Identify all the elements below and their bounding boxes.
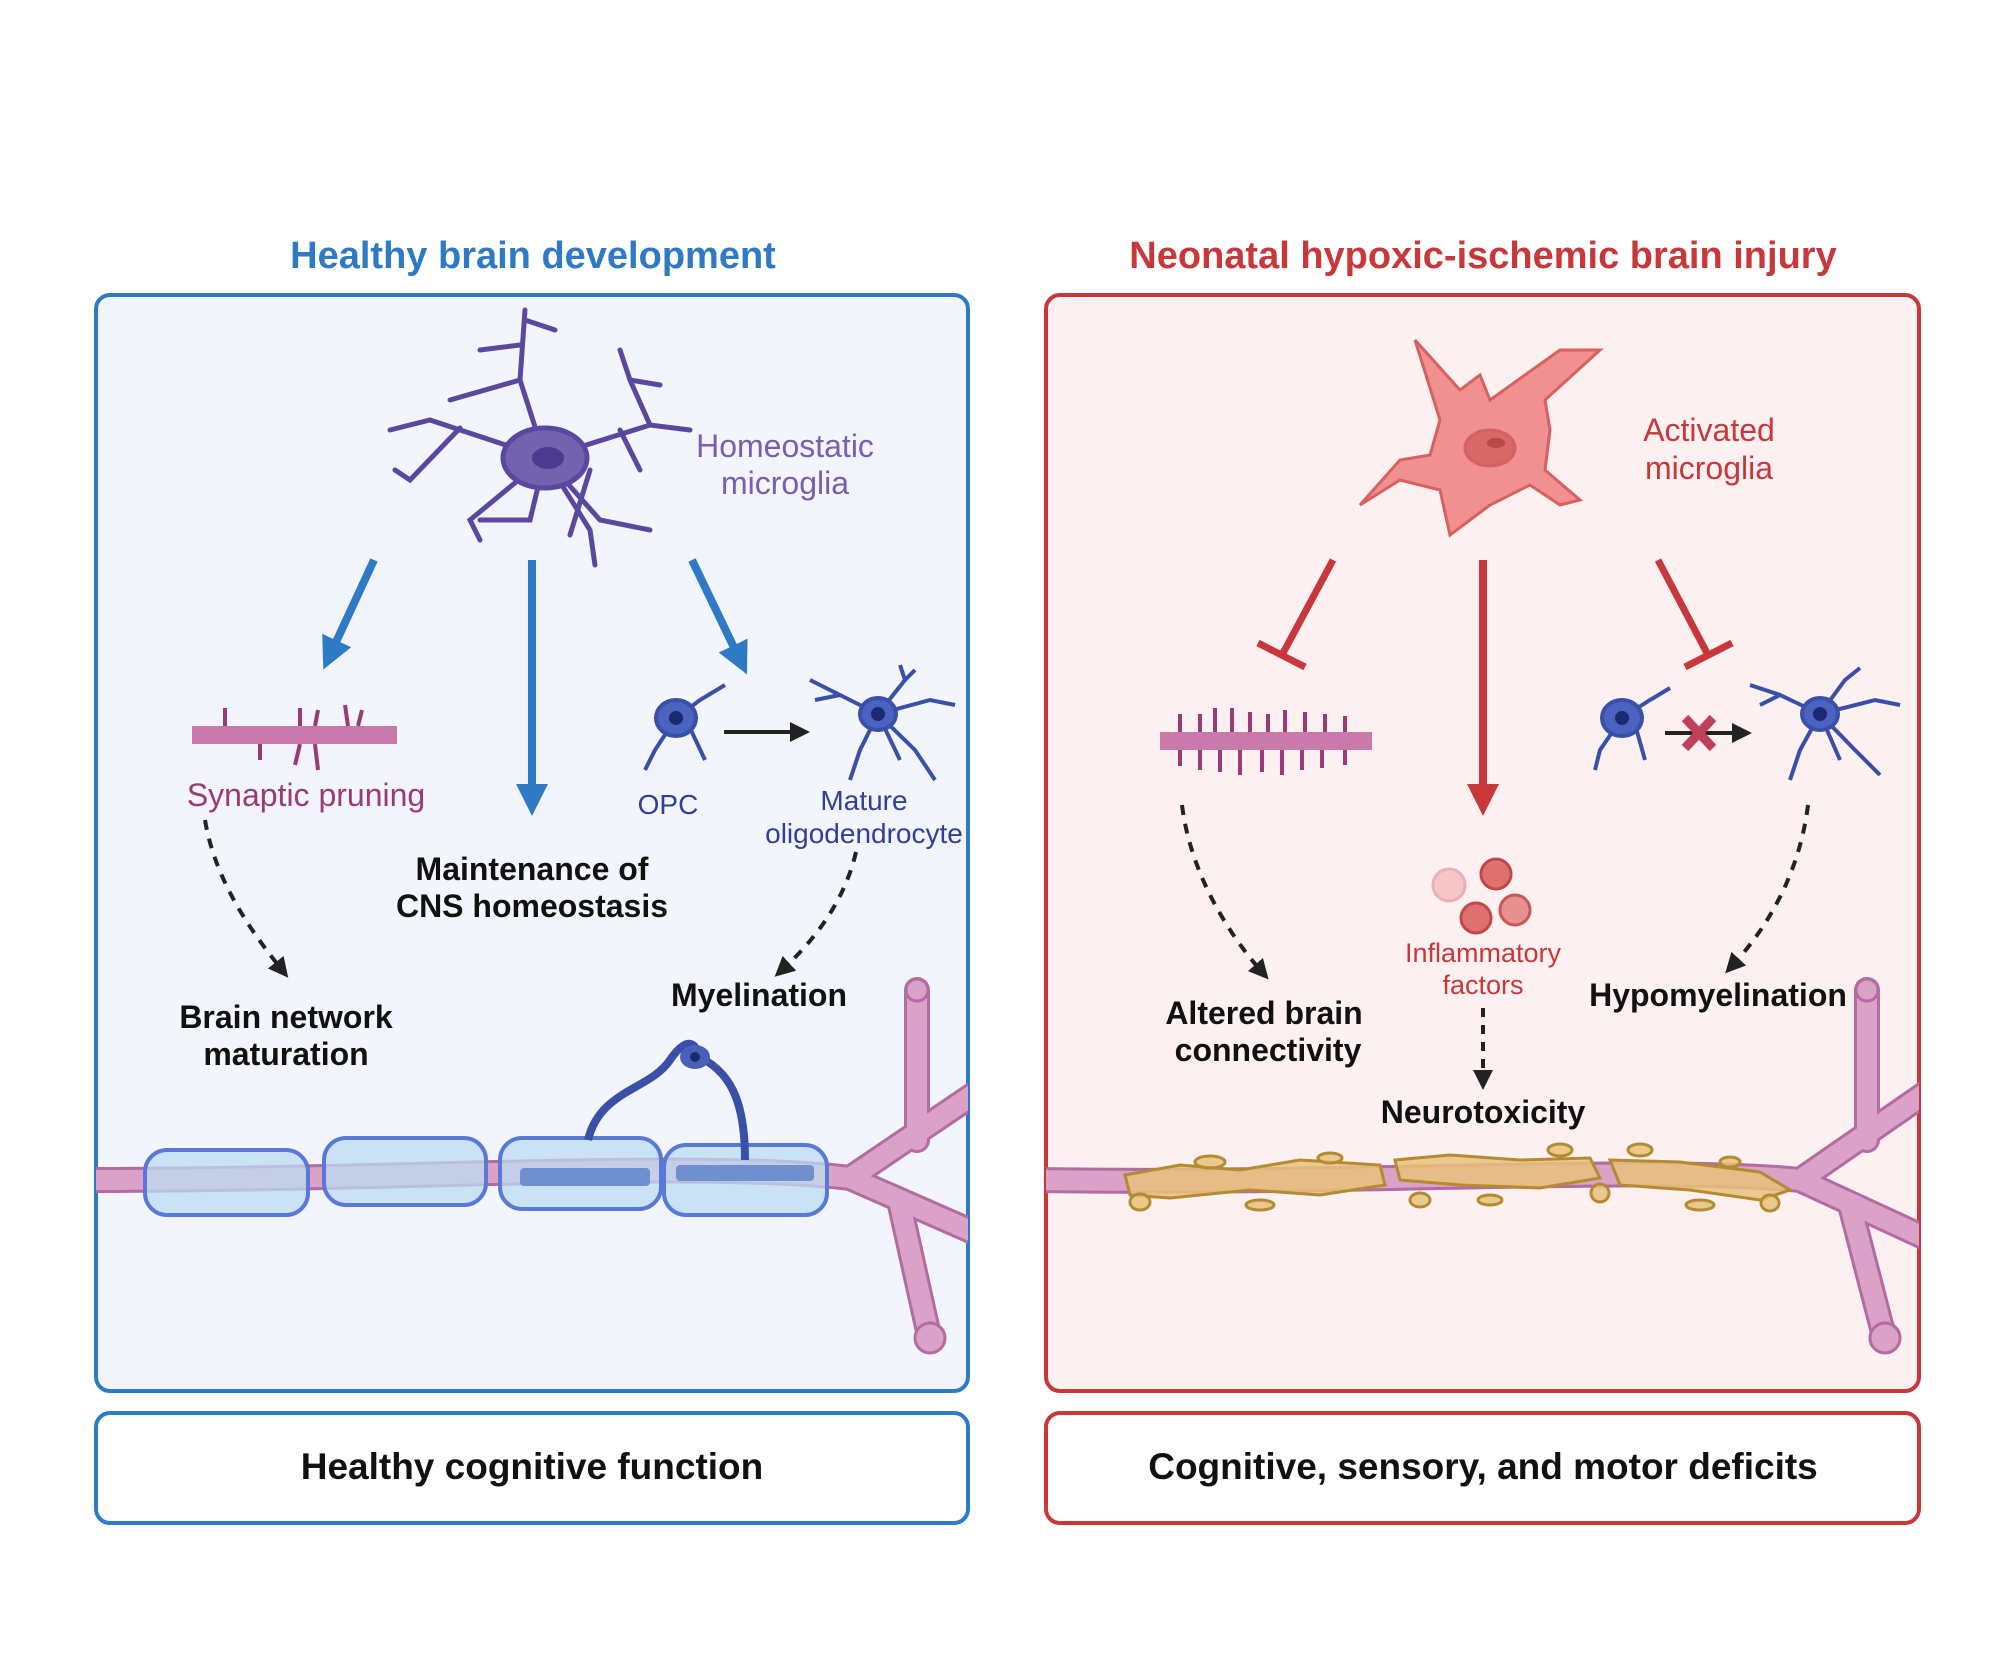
injured-mature-oligodendrocyte-icon — [1749, 666, 1901, 781]
injury-panel — [1044, 293, 1921, 1393]
homeostatic-microglia-icon — [387, 307, 693, 568]
myelination-label: Myelination — [671, 977, 847, 1013]
mature-oligodendrocyte-icon — [809, 664, 956, 782]
activated-microglia-icon — [1358, 338, 1604, 538]
homeostatic-label-2: microglia — [721, 465, 849, 501]
myelinating-oligodendrocyte-icon — [520, 1039, 814, 1186]
oligo-to-hypomyelination-arrow — [1725, 804, 1810, 974]
healthy-panel — [94, 293, 970, 1393]
injury-title: Neonatal hypoxic-ischemic brain injury — [1129, 235, 1836, 277]
network-label-2: maturation — [203, 1036, 368, 1072]
altered-label-1: Altered brain — [1165, 995, 1362, 1031]
neurotoxicity-label: Neurotoxicity — [1381, 1094, 1586, 1130]
pruning-to-network-arrow — [203, 819, 289, 978]
activated-label-2: microglia — [1645, 450, 1773, 486]
inflammatory-label-2: factors — [1442, 970, 1523, 1000]
blocked-x-icon — [1681, 714, 1717, 752]
maintenance-label-2: CNS homeostasis — [396, 888, 668, 924]
healthy-outcome-box — [94, 1411, 970, 1525]
mature-label-1: Mature — [820, 785, 907, 816]
opc-label: OPC — [638, 789, 699, 820]
homeostatic-label-1: Homeostatic — [696, 428, 874, 464]
mature-label-2: oligodendrocyte — [765, 818, 963, 849]
inflammatory-label-1: Inflammatory — [1405, 938, 1562, 968]
opc-icon — [643, 683, 727, 771]
altered-label-2: connectivity — [1175, 1032, 1362, 1068]
inhibition-lines — [1256, 558, 1734, 671]
synaptic-pruning-label: Synaptic pruning — [187, 777, 425, 813]
healthy-arrows — [322, 558, 748, 816]
damaged-synapse-icon — [1160, 708, 1372, 775]
healthy-outcome: Healthy cognitive function — [301, 1446, 764, 1487]
inflammatory-factors-icon — [1431, 857, 1532, 935]
maintenance-label-1: Maintenance of — [416, 851, 649, 887]
activated-label-1: Activated — [1643, 412, 1775, 448]
injured-opc-icon — [1593, 686, 1672, 771]
synapse-to-connectivity-arrow — [1180, 804, 1269, 980]
injury-outcome: Cognitive, sensory, and motor deficits — [1148, 1446, 1818, 1487]
degraded-myelin-icon — [1123, 1142, 1794, 1213]
hypomyelination-label: Hypomyelination — [1589, 977, 1847, 1013]
network-label-1: Brain network — [179, 999, 393, 1035]
injury-outcome-box — [1044, 1411, 1921, 1525]
myelin-sheaths — [143, 1136, 829, 1217]
synapse-icon — [192, 704, 397, 771]
healthy-title: Healthy brain development — [290, 235, 776, 277]
